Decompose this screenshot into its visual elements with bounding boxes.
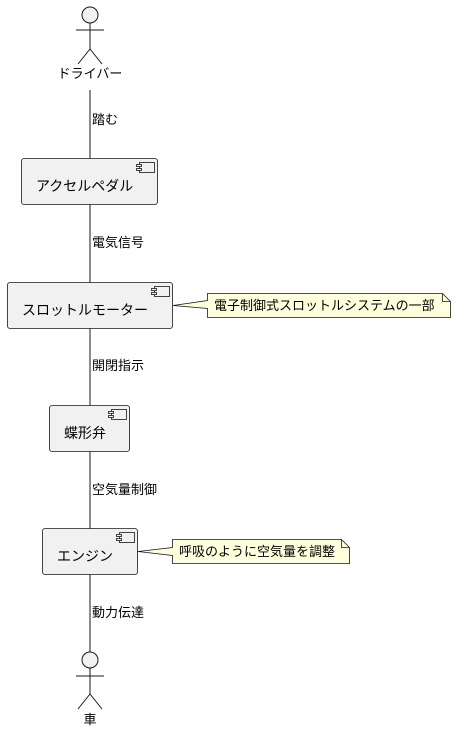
note-motor: 電子制御式スロットルシステムの一部 xyxy=(172,293,451,318)
note-motor-text: 電子制御式スロットルシステムの一部 xyxy=(214,299,435,314)
component-accelerator-pedal-label: アクセルペダル xyxy=(36,179,133,195)
component-engine-label: エンジン xyxy=(57,549,113,565)
component-icon xyxy=(151,286,170,297)
actor-car: 車 xyxy=(76,651,104,728)
note-engine-text: 呼吸のように空気量を調整 xyxy=(179,544,335,560)
component-icon xyxy=(108,409,127,420)
component-butterfly-valve-label: 蝶形弁 xyxy=(64,426,106,442)
note-engine: 呼吸のように空気量を調整 xyxy=(137,539,350,564)
edge-label-air-control: 空気量制御 xyxy=(92,482,157,498)
component-engine: エンジン xyxy=(42,528,138,575)
component-butterfly-valve: 蝶形弁 xyxy=(49,405,130,452)
actor-driver: ドライバー xyxy=(58,6,123,82)
edge-label-power: 動力伝達 xyxy=(92,606,144,621)
component-throttle-motor-label: スロットルモーター xyxy=(22,303,148,319)
component-icon xyxy=(116,532,135,543)
component-icon xyxy=(136,162,155,173)
edge-label-command: 開閉指示 xyxy=(92,359,144,374)
component-accelerator-pedal: アクセルペダル xyxy=(21,158,158,205)
actor-driver-label: ドライバー xyxy=(58,67,123,82)
edge-label-signal: 電気信号 xyxy=(92,235,144,251)
component-throttle-motor: スロットルモーター xyxy=(7,282,173,329)
actor-car-label: 車 xyxy=(83,713,96,728)
edge-label-step: 踏む xyxy=(92,113,118,128)
